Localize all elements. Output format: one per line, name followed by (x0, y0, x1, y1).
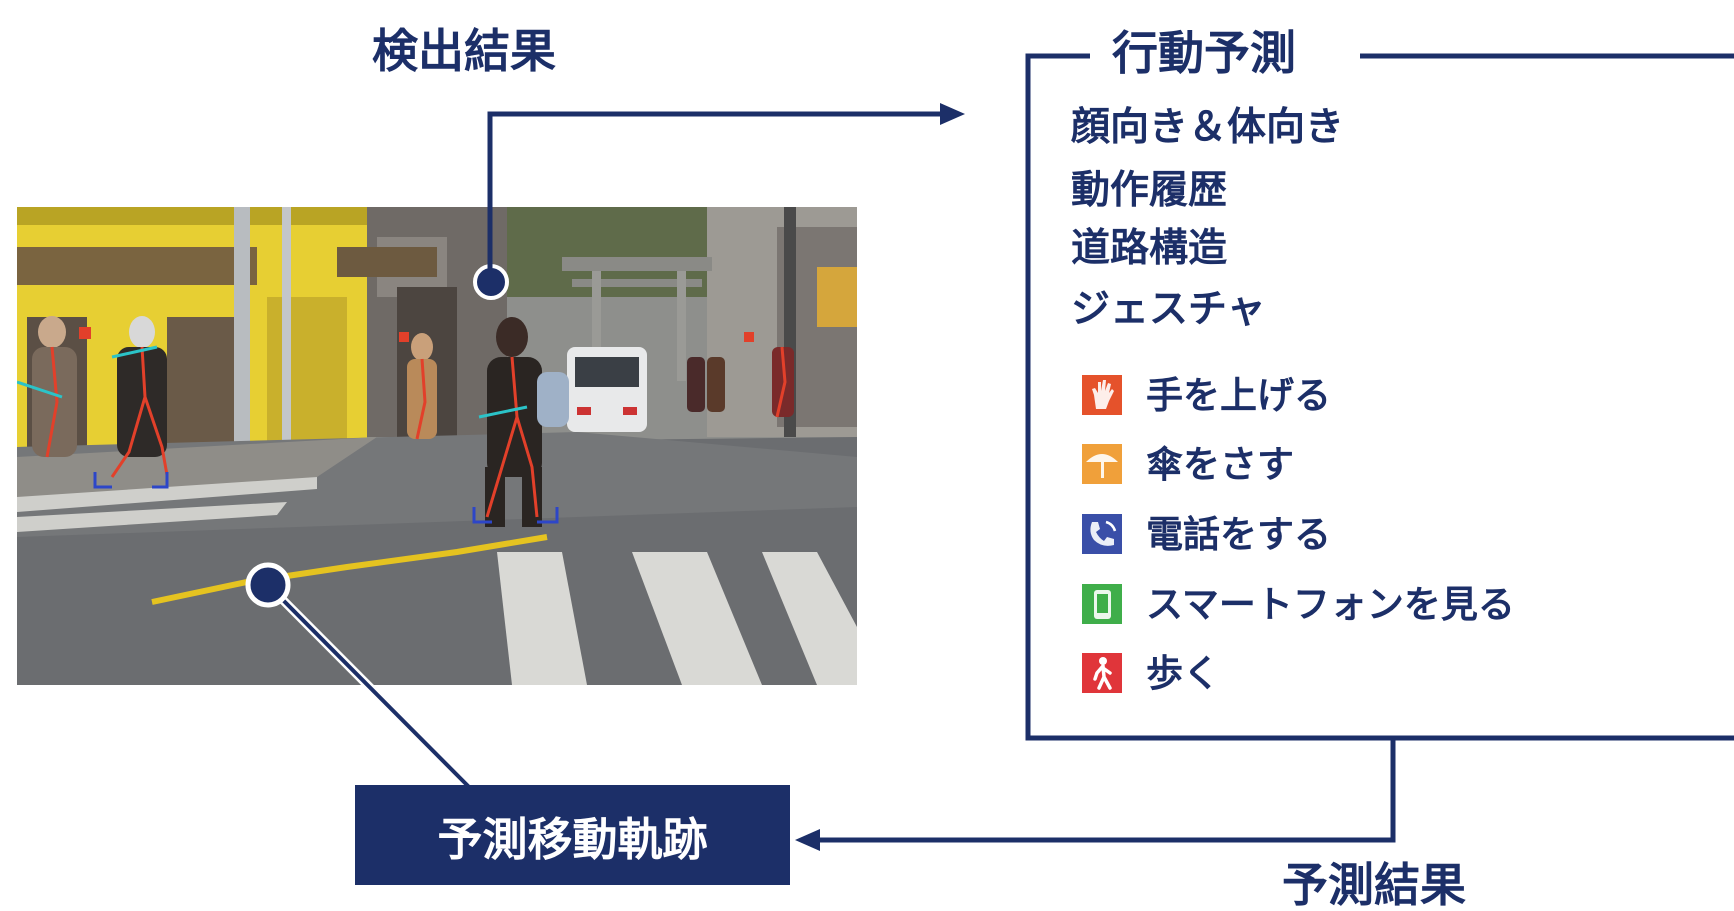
factor-gesture: ジェスチャ (1071, 287, 1266, 332)
umbrella-icon (1082, 444, 1122, 484)
factor-face-body-orientation: 顔向き＆体向き (1071, 105, 1345, 150)
gesture-label-raise-hand: 手を上げる (1146, 373, 1331, 417)
raised-hand-icon (1082, 375, 1122, 415)
trajectory-marker-dot (245, 562, 291, 608)
gesture-label-phone: 電話をする (1146, 512, 1331, 556)
behavior-frame (1025, 53, 1734, 741)
trajectory-pointer-line (266, 583, 472, 790)
smartphone-icon (1082, 584, 1122, 624)
detection-result-heading: 検出結果 (372, 24, 556, 78)
pedestrian-far-left (17, 316, 77, 458)
detection-arrow-line (487, 111, 940, 282)
pedestrian-doorway (407, 333, 437, 440)
pedestrian-main (472, 317, 569, 527)
behavior-prediction-heading: 行動予測 (1098, 30, 1310, 76)
prediction-arrow-line (820, 738, 1396, 843)
street-scene-illustration (17, 207, 857, 685)
street-scene-photo (17, 207, 857, 685)
predicted-trajectory-box: 予測移動軌跡 (355, 785, 790, 885)
prediction-arrowhead (795, 829, 820, 851)
factor-motion-history: 動作履歴 (1071, 168, 1228, 213)
gesture-label-smartphone: スマートフォンを見る (1146, 582, 1515, 626)
pedestrian-group-right (687, 346, 794, 418)
gesture-row-umbrella: 傘をさす (1082, 444, 1294, 484)
gesture-row-smartphone: スマートフォンを見る (1082, 584, 1515, 624)
gesture-row-phone: 電話をする (1082, 514, 1331, 554)
gesture-label-umbrella: 傘をさす (1146, 442, 1294, 486)
prediction-result-heading: 予測結果 (1282, 858, 1466, 911)
phone-icon (1082, 514, 1122, 554)
gesture-row-walk: 歩く (1082, 653, 1220, 693)
detection-arrowhead (940, 103, 965, 125)
predicted-trajectory-label: 予測移動軌跡 (437, 812, 708, 866)
pedestrian-left (93, 316, 169, 489)
walking-person-icon (1082, 653, 1122, 693)
gesture-row-raise-hand: 手を上げる (1082, 375, 1331, 415)
factor-road-structure: 道路構造 (1071, 226, 1228, 271)
gesture-label-walk: 歩く (1146, 651, 1220, 695)
